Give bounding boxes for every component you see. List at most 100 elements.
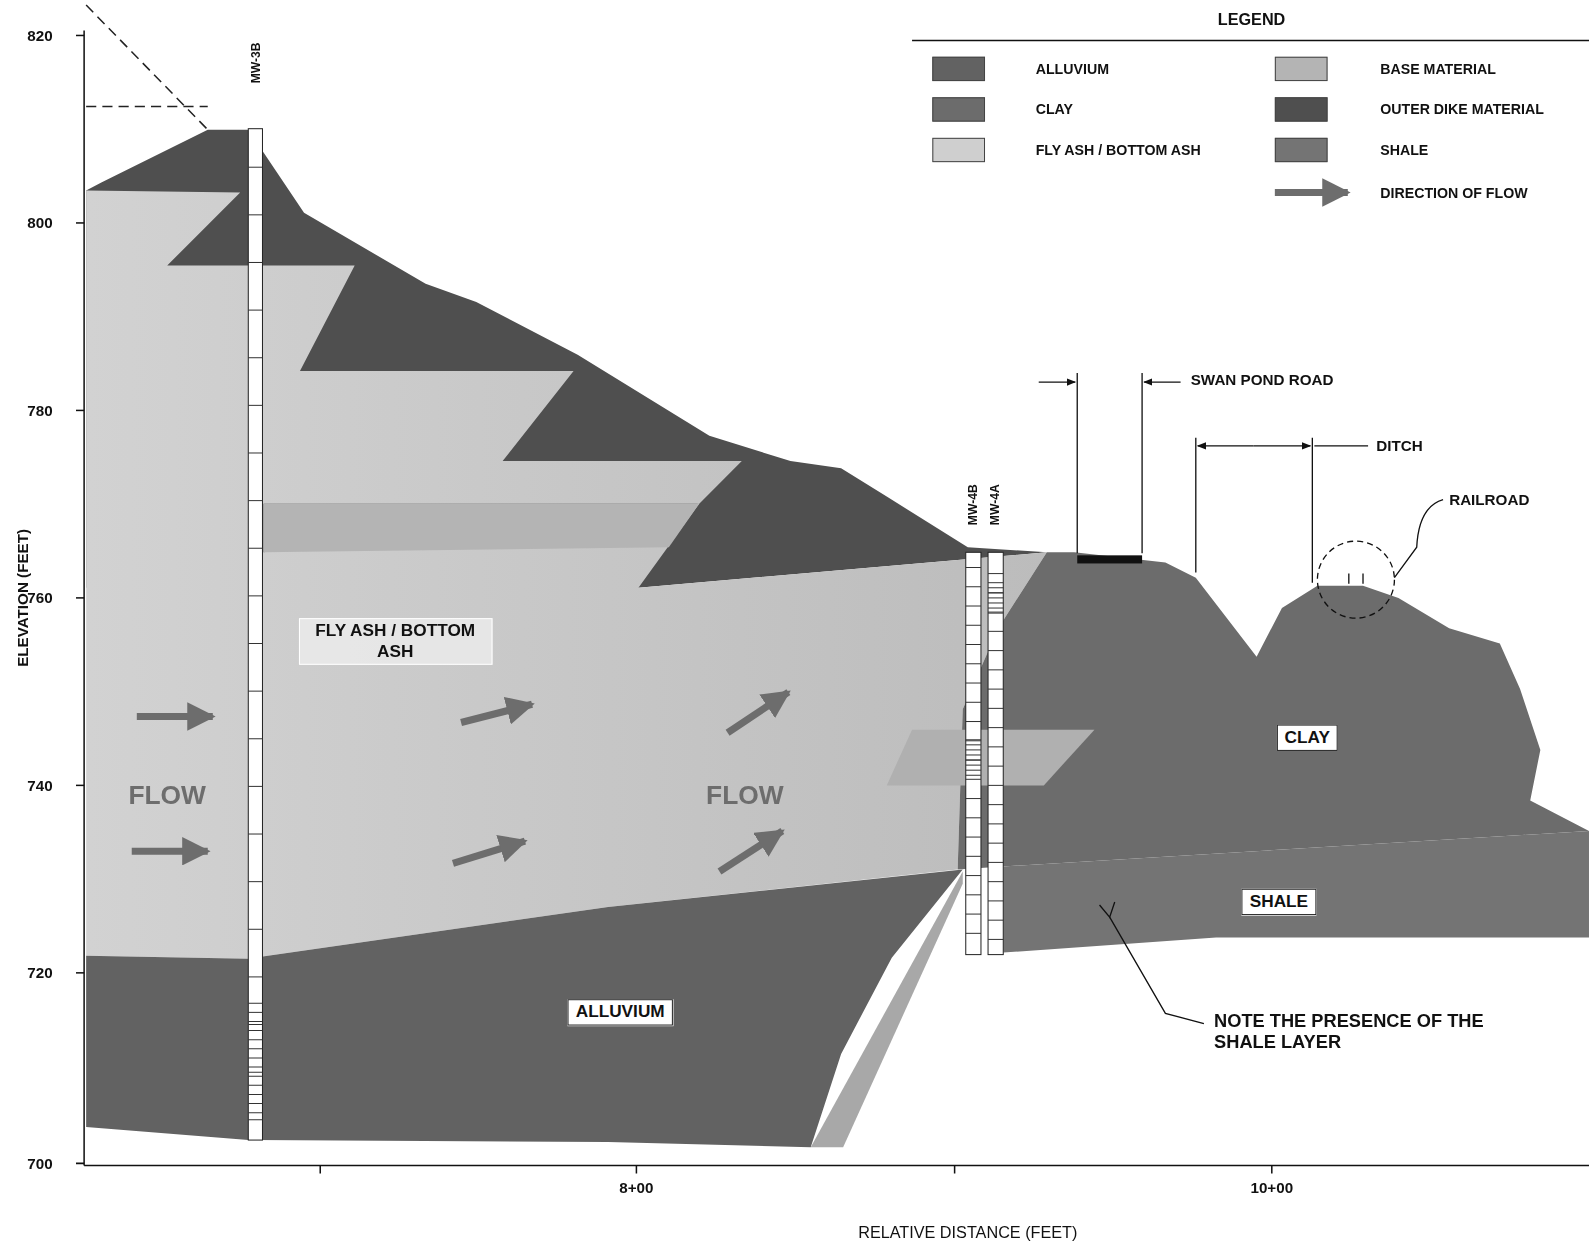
legend-swatch [1275, 97, 1328, 121]
well-tick [248, 1039, 262, 1040]
well-tick [966, 754, 981, 755]
dashed-line [86, 106, 208, 108]
drawing-part [76, 1163, 84, 1165]
well-label: MW-4A [989, 484, 1003, 525]
fly-ash [86, 191, 1047, 959]
well-tick [966, 798, 981, 799]
annotation: NOTE THE PRESENCE OF THE SHALE LAYER [1214, 1011, 1508, 1053]
well [988, 552, 1003, 954]
annotation: LEGEND [1218, 11, 1286, 30]
annotation: SWAN POND ROAD [1191, 371, 1334, 388]
well-tick [248, 1112, 262, 1113]
well-tick [966, 683, 981, 684]
well-tick [248, 1003, 262, 1004]
well-tick [248, 786, 262, 787]
well-tick [988, 823, 1003, 824]
drawing-part [1077, 373, 1078, 553]
base-material [811, 872, 963, 1148]
annotation: RAILROAD [1449, 491, 1529, 508]
drawing-part [461, 704, 532, 722]
drawing-part [1271, 1165, 1273, 1173]
drawing-part [76, 597, 84, 599]
well-tick [248, 1012, 262, 1013]
well-tick [248, 214, 262, 215]
drawing-part [453, 841, 525, 863]
alluvium [86, 869, 963, 1147]
legend-swatch [932, 57, 985, 81]
drawing-part [1141, 373, 1142, 553]
drawing-part [84, 1165, 1589, 1167]
well-tick [988, 920, 1003, 921]
flow-label: FLOW [128, 780, 206, 810]
axis-label: 760 [27, 589, 52, 606]
drawing-part [76, 35, 84, 37]
axis-label: 740 [27, 777, 52, 794]
well-tick [966, 663, 981, 664]
legend-swatch [932, 97, 985, 121]
legend-text: ALLUVIUM [1036, 61, 1109, 77]
drawing-part [636, 1165, 638, 1173]
well-tick [248, 834, 262, 835]
drawing-part [132, 848, 208, 855]
drawing-part [76, 785, 84, 787]
dashed-line [86, 5, 208, 130]
road [1077, 555, 1142, 563]
flow-label: FLOW [706, 780, 784, 810]
well-tick [966, 760, 981, 761]
well-tick [966, 586, 981, 587]
well-tick [988, 608, 1003, 609]
well-label: MW-3B [249, 42, 263, 83]
legend-text: DIRECTION OF FLOW [1380, 184, 1527, 200]
axis-label: 700 [27, 1155, 52, 1172]
well-ticks [248, 167, 1003, 1120]
region-label: ALLUVIUM [568, 999, 673, 1025]
well-tick [966, 644, 981, 645]
well-tick [988, 650, 1003, 651]
well-tick [248, 310, 262, 311]
well-tick [248, 452, 262, 453]
drawing-part [1100, 902, 1115, 917]
drawing-part [1254, 445, 1311, 446]
well-tick [248, 1048, 262, 1049]
well-tick [248, 1030, 262, 1031]
drawing-part [1314, 445, 1368, 446]
well-tick [966, 914, 981, 915]
well-tick [248, 691, 262, 692]
shale [1003, 831, 1589, 953]
well-tick [248, 1067, 262, 1068]
legend-text: BASE MATERIAL [1380, 61, 1496, 77]
well-tick [988, 597, 1003, 598]
legend-text: SHALE [1380, 142, 1428, 158]
drawing-part [954, 1165, 956, 1173]
drawing-part [1144, 381, 1180, 382]
legend-swatch [1275, 138, 1328, 162]
well-tick [988, 587, 1003, 588]
well-tick [248, 548, 262, 549]
well-tick [248, 357, 262, 358]
well-tick [966, 779, 981, 780]
well-tick [248, 1076, 262, 1077]
well-tick [966, 837, 981, 838]
annotation: RELATIVE DISTANCE (FEET) [858, 1224, 1077, 1243]
well-tick [966, 567, 981, 568]
well-tick [966, 739, 981, 740]
well-tick [988, 939, 1003, 940]
well-tick [988, 573, 1003, 574]
drawing-part [728, 692, 789, 733]
axis-label: 8+00 [619, 1179, 653, 1196]
well-tick [988, 582, 1003, 583]
drawing-part [1362, 574, 1363, 584]
legend-text: FLY ASH / BOTTOM ASH [1036, 142, 1201, 158]
well-tick [988, 766, 1003, 767]
well-tick [988, 727, 1003, 728]
well-tick [248, 595, 262, 596]
well-tick [988, 669, 1003, 670]
well-tick [248, 1094, 262, 1095]
well-tick [248, 1021, 262, 1022]
well-tick [988, 746, 1003, 747]
axis-label: 820 [27, 27, 52, 44]
well-tick [248, 167, 262, 168]
well-tick [988, 592, 1003, 593]
well-tick [988, 602, 1003, 603]
well-tick [248, 976, 262, 977]
